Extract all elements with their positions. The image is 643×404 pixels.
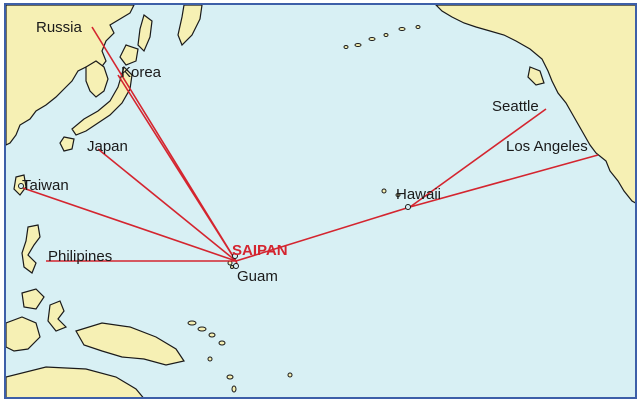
korea-peninsula [85, 60, 109, 98]
mindanao [21, 288, 45, 310]
label-hawaii: Hawaii [396, 186, 442, 203]
philippines-islands [21, 224, 41, 274]
label-los-angeles: Los Angeles [506, 138, 588, 155]
routes-layer [19, 26, 599, 268]
pacific-map [6, 5, 635, 397]
map-frame: Russia Korea Japan Taiwan Philipines Gua… [4, 3, 637, 399]
label-guam: Guam [237, 268, 278, 285]
australia [6, 366, 144, 397]
label-korea: Korea [121, 64, 162, 81]
label-japan: Japan [87, 138, 128, 155]
sulawesi [47, 300, 68, 332]
label-russia: Russia [36, 19, 82, 36]
borneo [6, 316, 41, 352]
hawaii-marker [405, 204, 411, 210]
pacific-small-islands [187, 25, 421, 393]
route-line-japan [97, 148, 237, 262]
label-philippines: Philipines [48, 248, 113, 265]
japan-hokkaido [119, 44, 139, 66]
vancouver-island [527, 66, 545, 86]
sakhalin-island [137, 13, 153, 53]
label-seattle: Seattle [492, 98, 539, 115]
route-line-seattle [409, 108, 547, 208]
route-line-taiwan [19, 186, 237, 262]
asia-mainland [6, 5, 135, 146]
saipan-marker [232, 253, 238, 259]
taiwan-marker [18, 183, 24, 189]
japan-kyushu [59, 136, 75, 152]
north-america [435, 5, 635, 204]
route-line-korea [117, 74, 237, 262]
label-taiwan: Taiwan [22, 177, 69, 194]
label-saipan: SAIPAN [232, 242, 288, 259]
kamchatka [177, 5, 203, 47]
guam-marker [233, 263, 239, 269]
route-line-los-angeles [409, 154, 599, 208]
new-guinea [75, 322, 185, 366]
route-line-hawaii [235, 206, 411, 262]
